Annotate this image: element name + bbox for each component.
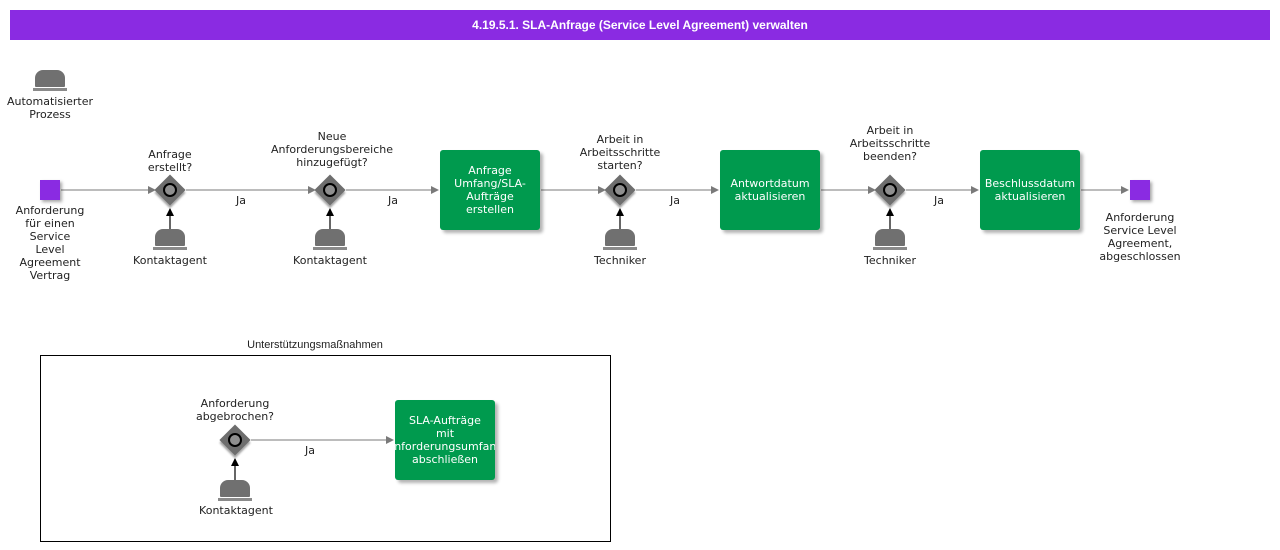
support-frame-title: Unterstützungsmaßnahmen [247, 339, 383, 351]
end-event[interactable] [1130, 180, 1150, 200]
edge-label-ja: Ja [305, 444, 315, 457]
role-icon [218, 480, 252, 502]
task-sla-auftraege-abschliessen[interactable]: SLA-Aufträge mit Anforderungsumfang absc… [395, 400, 495, 480]
role-label-techniker: Techniker [864, 254, 916, 267]
edge-label-ja: Ja [670, 194, 680, 207]
support-frame [40, 355, 611, 542]
task-anfrage-erstellen[interactable]: Anfrage Umfang/SLA- Aufträge erstellen [440, 150, 540, 230]
edge-label-ja: Ja [388, 194, 398, 207]
role-label-techniker: Techniker [594, 254, 646, 267]
role-icon [33, 70, 67, 92]
diagram-title: 4.19.5.1. SLA-Anfrage (Service Level Agr… [10, 10, 1270, 40]
role-label-kontaktagent: Kontaktagent [293, 254, 367, 267]
start-event[interactable] [40, 180, 60, 200]
role-icon [603, 229, 637, 251]
task-beschlussdatum-aktualisieren[interactable]: Beschlussdatum aktualisieren [980, 150, 1080, 230]
gateway-question-label: Neue Anforderungsbereiche hinzugefügt? [271, 130, 393, 169]
end-event-label: Anforderung Service Level Agreement, abg… [1099, 211, 1181, 263]
gateway-question-label: Anfrage erstellt? [147, 148, 193, 174]
role-icon [313, 229, 347, 251]
start-event-label: Anforderung für einen Service Level Agre… [15, 204, 85, 282]
edge-label-ja: Ja [934, 194, 944, 207]
role-label-kontaktagent: Kontaktagent [133, 254, 207, 267]
role-icon [873, 229, 907, 251]
edge-label-ja: Ja [236, 194, 246, 207]
gateway-question-label: Arbeit in Arbeitsschritte beenden? [849, 124, 931, 163]
legend-automated-process-label: Automatisierter Prozess [6, 95, 94, 121]
gateway-question-label: Arbeit in Arbeitsschritte starten? [579, 133, 661, 172]
role-icon [153, 229, 187, 251]
gateway-question-label: Anforderung abgebrochen? [195, 397, 275, 423]
task-antwortdatum-aktualisieren[interactable]: Antwortdatum aktualisieren [720, 150, 820, 230]
role-label-kontaktagent: Kontaktagent [199, 504, 273, 517]
